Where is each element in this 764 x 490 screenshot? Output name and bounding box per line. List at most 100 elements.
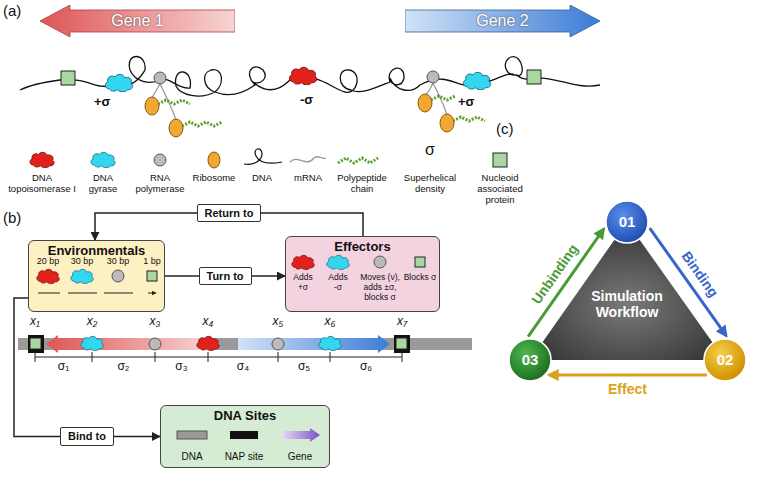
position-label: x₂ <box>80 315 104 329</box>
position-label: x₅ <box>266 315 290 329</box>
node-detail: Blocks σ <box>402 273 438 283</box>
gene-name: Gene 2 <box>405 12 600 30</box>
node-detail: 1 bp <box>134 256 170 266</box>
legend-samples-part <box>154 154 166 166</box>
panel-letter: (b) <box>3 209 37 226</box>
circle-shape-part <box>606 201 648 243</box>
gene-arrow-shape-part <box>40 5 235 37</box>
step-circle: 02 <box>703 338 747 382</box>
step-number: 03 <box>508 351 552 368</box>
legend-text: mRNA <box>288 173 328 184</box>
legend-samples <box>30 149 507 168</box>
supercoil-sign: +σ <box>458 95 488 110</box>
legend-samples-part <box>208 152 220 168</box>
legend-text: DNA <box>242 173 282 184</box>
protein-icons-part <box>105 74 132 91</box>
position-label: x₃ <box>143 315 167 329</box>
workflow-arrow <box>549 374 707 377</box>
density-label: σ₄ <box>231 360 255 374</box>
legend-text: Ribosome <box>191 173 237 184</box>
density-label: σ₃ <box>170 360 194 374</box>
dna-site-strip-part <box>197 336 219 350</box>
node-detail: Moves (ν), adds ±σ, blocks σ <box>355 273 405 302</box>
position-label: x₆ <box>318 315 342 329</box>
protein-icons <box>61 67 541 137</box>
legend-text: DNA gyrase <box>81 173 125 195</box>
legend-symbol: σ <box>415 141 445 159</box>
protein-icons-part <box>61 71 75 85</box>
dna-site-strip-part <box>394 335 410 353</box>
dna-site-strip-part <box>35 352 402 362</box>
density-label: σ₆ <box>354 360 378 374</box>
box-title: Effectors <box>286 240 439 255</box>
flow-connector <box>14 298 160 437</box>
protein-icons-part <box>440 114 454 132</box>
legend-samples-part <box>493 153 507 167</box>
position-label: x₇ <box>390 315 414 329</box>
effector-icons-part <box>327 255 349 269</box>
node-detail: Adds +σ <box>289 273 317 293</box>
node-detail: Adds -σ <box>324 273 352 293</box>
density-label: σ₁ <box>52 360 76 374</box>
flow-connector <box>165 275 285 277</box>
protein-icons-part <box>427 71 439 83</box>
position-label: x₄ <box>196 315 220 329</box>
environmental-icons-part <box>71 269 93 283</box>
effector-icons-part <box>292 255 314 269</box>
dna-site-strip-part <box>238 335 390 353</box>
flow-connector <box>95 213 363 240</box>
panel-letter: (a) <box>3 2 37 19</box>
dna-site-strip-part <box>272 338 284 350</box>
node-detail: 30 bp <box>64 256 100 266</box>
site-icons-part <box>282 428 320 442</box>
site-icons-part <box>230 431 258 439</box>
protein-icons-part <box>289 67 316 84</box>
dna-site-strip <box>18 335 472 362</box>
legend-text: Superhelical density <box>398 173 462 195</box>
dna-strand-part <box>20 57 600 97</box>
protein-icons-part <box>463 72 490 89</box>
site-icons-part <box>177 431 207 439</box>
legend-samples-part <box>30 152 54 167</box>
gene-arrow: Gene 2 <box>405 5 600 37</box>
position-label: x₁ <box>23 315 47 329</box>
dna-site-strip-part <box>30 338 41 349</box>
polypeptide-chain-part <box>158 96 485 126</box>
mrna-strand <box>152 83 447 120</box>
protein-icons-part <box>145 97 159 115</box>
protein-icons-part <box>169 119 183 137</box>
gene-arrow: Gene 1 <box>40 5 235 37</box>
workflow-arrow <box>650 228 727 336</box>
gene-arrow-shape-part <box>405 5 600 37</box>
step-number: 02 <box>703 351 747 368</box>
circle-shape-part <box>509 339 551 381</box>
supercoil-sign: +σ <box>94 95 124 110</box>
density-label: σ₅ <box>292 360 316 374</box>
legend-samples-part <box>338 158 378 163</box>
step-circle: 03 <box>508 338 552 382</box>
dna-site-strip-part <box>46 335 210 353</box>
site-icons <box>177 428 320 442</box>
legend-text: RNA polymerase <box>133 173 187 195</box>
step-circle: 01 <box>605 200 649 244</box>
edge-label: Binding <box>678 248 721 300</box>
dna-site-strip-part <box>319 336 341 350</box>
polypeptide-chain <box>158 96 485 126</box>
dna-strand <box>20 57 600 97</box>
dna-site-strip-part <box>81 336 103 350</box>
category-box: EffectorsAdds +σ Adds -σMoves (ν), adds ±… <box>285 236 440 312</box>
environmental-icons-part <box>37 269 59 283</box>
effector-icons-part <box>415 257 425 267</box>
circle-shape-part <box>704 339 746 381</box>
effector-icons-part <box>374 256 386 268</box>
protein-icons-part <box>154 72 166 84</box>
density-label: σ₂ <box>112 360 136 374</box>
node-detail: Gene <box>280 451 320 463</box>
panel-letter: (c) <box>496 120 530 137</box>
edge-label: Bind to <box>60 427 114 446</box>
protein-icons-part <box>527 70 541 84</box>
node-detail: 30 bp <box>100 256 136 266</box>
environmental-icons-part <box>38 293 156 294</box>
edge-label: Turn to <box>199 267 252 286</box>
